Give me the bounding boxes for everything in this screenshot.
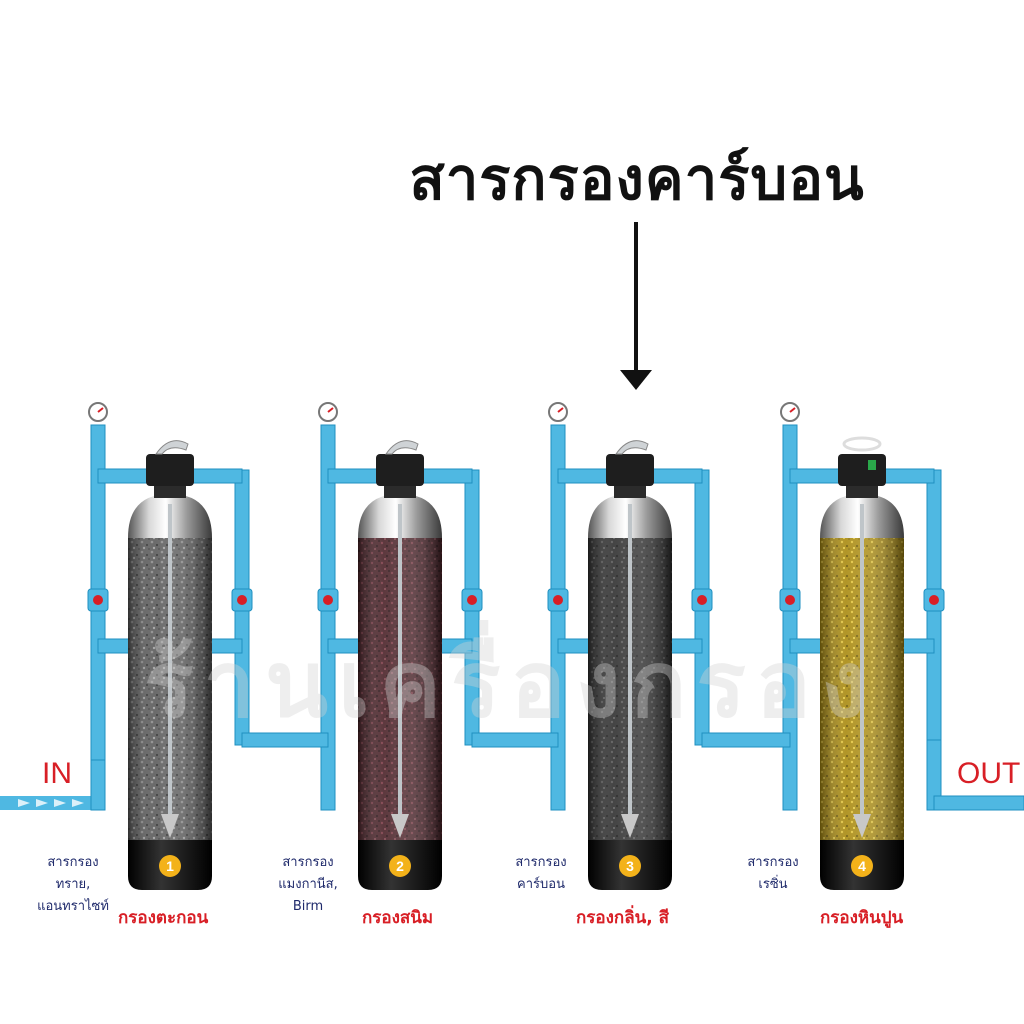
- pipe-segment: [241, 732, 329, 748]
- tank-number-badge: [851, 855, 873, 877]
- valve-neck: [846, 484, 878, 498]
- tank-group: 1 2 3 4: [128, 436, 904, 890]
- filter-tank: 2: [358, 440, 442, 890]
- control-head: [838, 454, 886, 486]
- media-label-3: สารกรอง คาร์บอน: [486, 852, 596, 896]
- tank-number: 1: [166, 858, 174, 874]
- media-label-line: สารกรอง: [282, 855, 334, 870]
- watermark: ร้านเครื่องกรอง: [144, 631, 876, 738]
- valve-handle: [237, 595, 247, 605]
- gauge-needle: [557, 407, 564, 413]
- distributor: [853, 814, 871, 838]
- tank-number: 2: [396, 858, 404, 874]
- riser-tube: [860, 504, 864, 814]
- control-head: [146, 454, 194, 486]
- media-label-line: Birm: [292, 899, 324, 914]
- tank-number: 4: [858, 858, 866, 874]
- stage-label-2: กรองสนิม: [362, 908, 434, 928]
- valve-handle: [553, 595, 563, 605]
- gauge-needle: [327, 407, 334, 413]
- pipe-segment: [90, 759, 106, 811]
- valve-handle-icon: [615, 440, 649, 455]
- media-label-line: แอนทราไซท์: [37, 899, 109, 914]
- indicator-light: [868, 460, 876, 470]
- gauge-needle: [97, 407, 104, 413]
- pipe-segment: [933, 795, 1024, 811]
- out-label: OUT: [957, 757, 1021, 790]
- valve-neck: [614, 484, 646, 498]
- pointer-arrow-head: [620, 370, 652, 390]
- tank-number-badge: [159, 855, 181, 877]
- inlet-pipe: [0, 796, 100, 810]
- stage-label-1: กรองตะกอน: [118, 908, 209, 928]
- valve-handle: [467, 595, 477, 605]
- tank-number: 3: [626, 858, 634, 874]
- distributor: [161, 814, 179, 838]
- pipe-segment: [701, 732, 791, 748]
- media-label-1: สารกรอง ทราย, แอนทราไซท์: [18, 852, 128, 918]
- pipe-segment: [320, 424, 336, 811]
- riser-tube: [168, 504, 172, 814]
- valve-handle-icon: [385, 440, 419, 455]
- media-label-line: คาร์บอน: [517, 877, 565, 892]
- control-head: [376, 454, 424, 486]
- filter-tank: 1: [128, 440, 212, 890]
- pipe-segment: [782, 424, 798, 811]
- control-head: [606, 454, 654, 486]
- stage-label-3: กรองกลิ่น, สี: [576, 908, 670, 928]
- in-label: IN: [42, 757, 72, 790]
- distributor: [621, 814, 639, 838]
- valve-handle: [93, 595, 103, 605]
- valve-handle: [697, 595, 707, 605]
- media-label-line: ทราย,: [55, 877, 91, 892]
- filter-tank: 4: [820, 436, 904, 890]
- valve-neck: [154, 484, 186, 498]
- stage-label-4: กรองหินปูน: [820, 908, 904, 928]
- pipe-segment: [550, 424, 566, 811]
- filter-tank: 3: [588, 440, 672, 890]
- gauge-needle: [789, 407, 796, 413]
- media-label-line: เรซิ่น: [758, 877, 788, 892]
- riser-tube: [398, 504, 402, 814]
- media-label-line: สารกรอง: [515, 855, 567, 870]
- media-label-line: สารกรอง: [47, 855, 99, 870]
- valve-handle-icon: [155, 440, 189, 455]
- media-label-4: สารกรอง เรซิ่น: [718, 852, 828, 896]
- media-label-line: สารกรอง: [747, 855, 799, 870]
- valve-handle: [929, 595, 939, 605]
- tank-number-badge: [389, 855, 411, 877]
- riser-tube: [628, 504, 632, 814]
- pipe-segment: [471, 732, 559, 748]
- media-label-line: แมงกานีส,: [278, 877, 338, 892]
- headline: สารกรองคาร์บอน: [409, 145, 865, 213]
- valve-neck: [384, 484, 416, 498]
- handwheel-icon: [842, 436, 882, 452]
- tank-number-badge: [619, 855, 641, 877]
- distributor: [391, 814, 409, 838]
- valve-handle: [785, 595, 795, 605]
- media-label-2: สารกรอง แมงกานีส, Birm: [253, 852, 363, 918]
- valve-handle: [323, 595, 333, 605]
